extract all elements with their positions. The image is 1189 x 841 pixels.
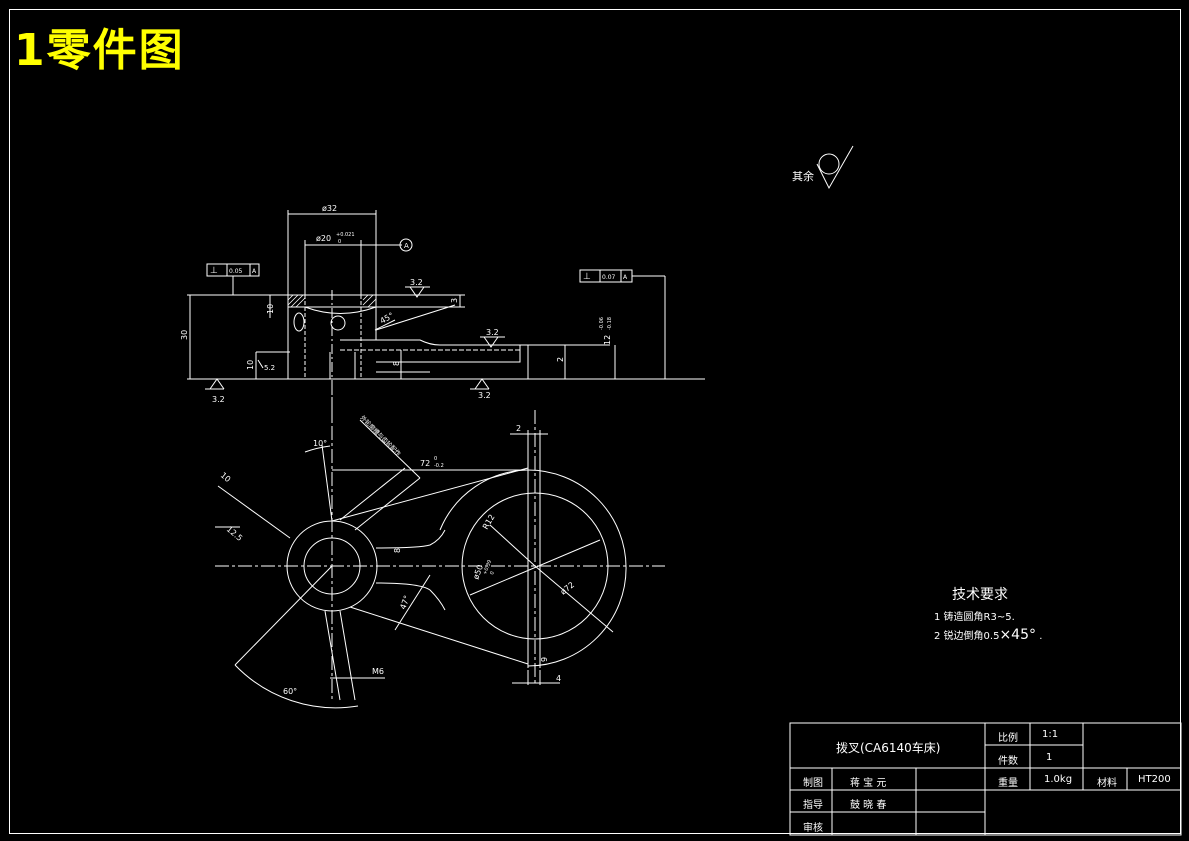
- material-value: HT200: [1138, 774, 1171, 785]
- tech-requirements: 技术要求 1 铸造圆角R3~5. 2 锐边倒角0.5×45° .: [934, 584, 1042, 643]
- dim-m6: M6: [372, 667, 384, 676]
- dim-30: 30: [180, 330, 189, 340]
- review-label: 审核: [803, 823, 823, 834]
- tech-req-2-text: 2 锐边倒角0.5: [934, 631, 1000, 642]
- dim-9: 9: [540, 657, 549, 662]
- gdt-left-datum: A: [252, 268, 257, 275]
- angle-60: 60°: [283, 687, 297, 696]
- dim-d20-tol-up: +0.021: [336, 232, 355, 238]
- scale-label: 比例: [998, 733, 1018, 744]
- gdt-right-datum: A: [623, 274, 628, 281]
- weight-label: 重量: [998, 778, 1018, 789]
- dim-12: 12: [603, 335, 612, 345]
- dim-72-low: -0.2: [434, 463, 444, 469]
- qty-value: 1: [1046, 752, 1053, 763]
- rough-c: 3.2: [410, 278, 423, 287]
- part-name: 拨叉(CA6140车床): [836, 741, 941, 755]
- tech-requirements-title: 技术要求: [952, 587, 1008, 603]
- gdt-left-value: 0.05: [229, 268, 243, 275]
- drawn-name: 蒋 宝 元: [850, 778, 887, 789]
- weight-value: 1.0kg: [1044, 774, 1073, 785]
- drawn-label: 制图: [803, 778, 823, 789]
- tech-req-1: 1 铸造圆角R3~5.: [934, 612, 1015, 623]
- dim-8: 8: [392, 361, 401, 366]
- dim-d50-up: +0.39: [482, 559, 493, 575]
- ref-a-label: A: [404, 242, 409, 250]
- angle-10: 10°: [313, 439, 327, 448]
- dim-d50-low: 0: [489, 571, 496, 576]
- dim-4-bottom: 4: [556, 674, 561, 683]
- dim-2-top: 2: [516, 424, 521, 433]
- scale-value: 1:1: [1042, 729, 1059, 740]
- dim-2-right: 2: [556, 357, 565, 362]
- dim-8-mid: 8: [393, 548, 402, 553]
- gdt-right-symbol: ⊥: [583, 272, 591, 282]
- gdt-left-symbol: ⊥: [210, 266, 218, 276]
- dim-12-up: -0.06: [599, 317, 605, 330]
- dim-72-up: 0: [434, 456, 437, 462]
- tech-req-2-end: .: [1039, 631, 1043, 642]
- rough-a: 3.2: [212, 395, 225, 404]
- dim-10-top: 10: [266, 304, 275, 314]
- dim-10-bottom: 10: [246, 360, 255, 370]
- gdt-right-value: 0.07: [602, 274, 616, 281]
- qty-label: 件数: [998, 756, 1018, 767]
- dim-12-low: -0.18: [607, 317, 613, 330]
- dim-72: 72: [420, 459, 430, 468]
- guide-label: 指导: [803, 800, 823, 811]
- dim-d32: ø32: [322, 204, 337, 213]
- tech-req-2-angle: ×45°: [999, 627, 1036, 643]
- tech-req-2: 2 锐边倒角0.5×45° .: [934, 627, 1042, 643]
- material-label: 材料: [1097, 778, 1117, 789]
- dim-d20-tol-low: 0: [338, 239, 341, 245]
- guide-name: 鼓 晓 春: [850, 800, 887, 811]
- dim-d20: ø20: [316, 234, 331, 243]
- drawing-frame: [9, 9, 1181, 834]
- rough-b: 3.2: [478, 391, 491, 400]
- dim-3: 3: [450, 298, 459, 303]
- rough-d: 3.2: [486, 328, 499, 337]
- roughness-note-label: 其余: [792, 170, 814, 183]
- page-title: 1零件图: [14, 25, 185, 76]
- rough-5-2: 5.2: [264, 364, 275, 372]
